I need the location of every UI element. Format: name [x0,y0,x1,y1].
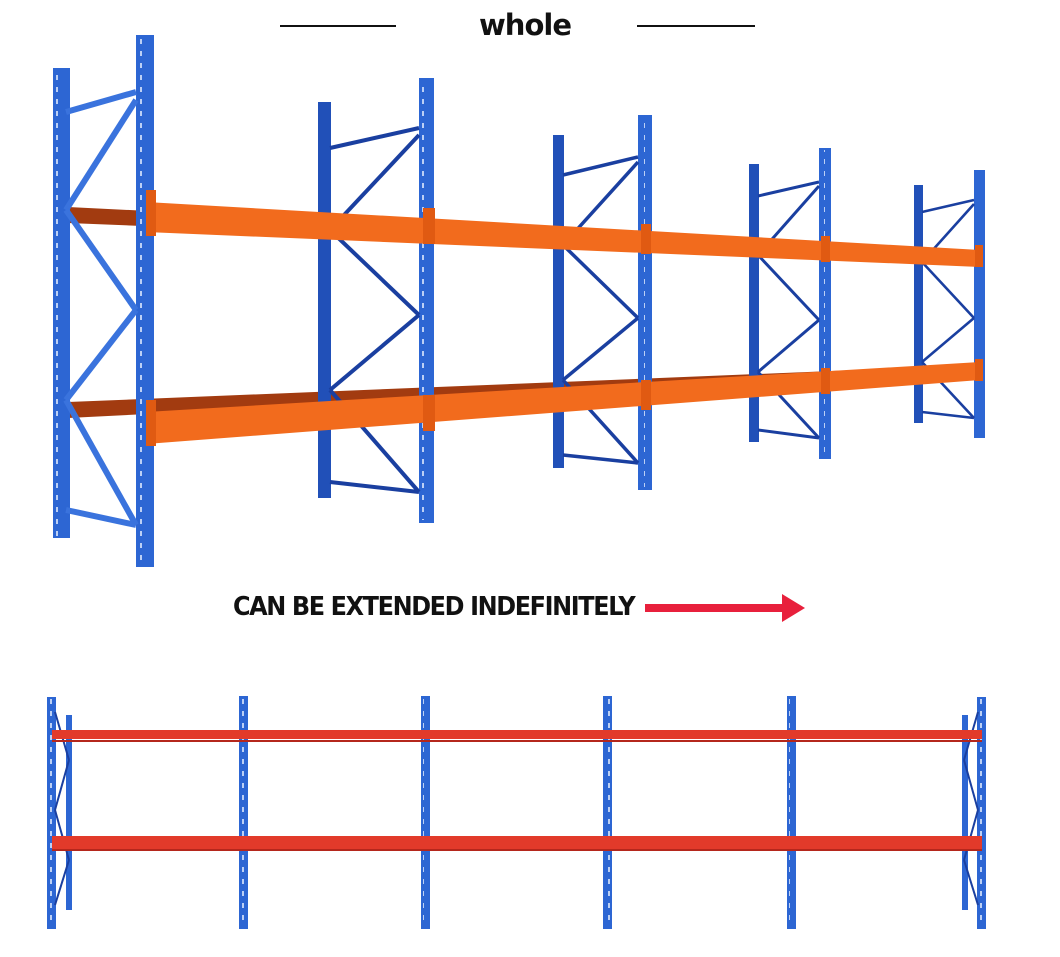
page-title: whole [479,8,572,42]
title-rule-left [280,25,396,27]
rack-frame-3 [553,115,652,490]
title-rule-right [637,25,755,27]
front-view-beam-upper [52,730,982,739]
front-view-beam-lower [52,836,982,849]
rack-frame-1 [53,35,154,567]
rack-frame-4 [749,148,831,459]
rack-frame-2 [318,78,434,523]
extension-caption: CAN BE EXTENDED INDEFINITELY [233,592,636,622]
pallet-rack-perspective [53,35,985,567]
pallet-rack-front-view [47,696,986,929]
front-beam-upper [146,202,980,267]
rack-frame-5 [914,170,985,438]
front-beam-lower [146,362,980,444]
arrow-right-icon [645,594,805,622]
